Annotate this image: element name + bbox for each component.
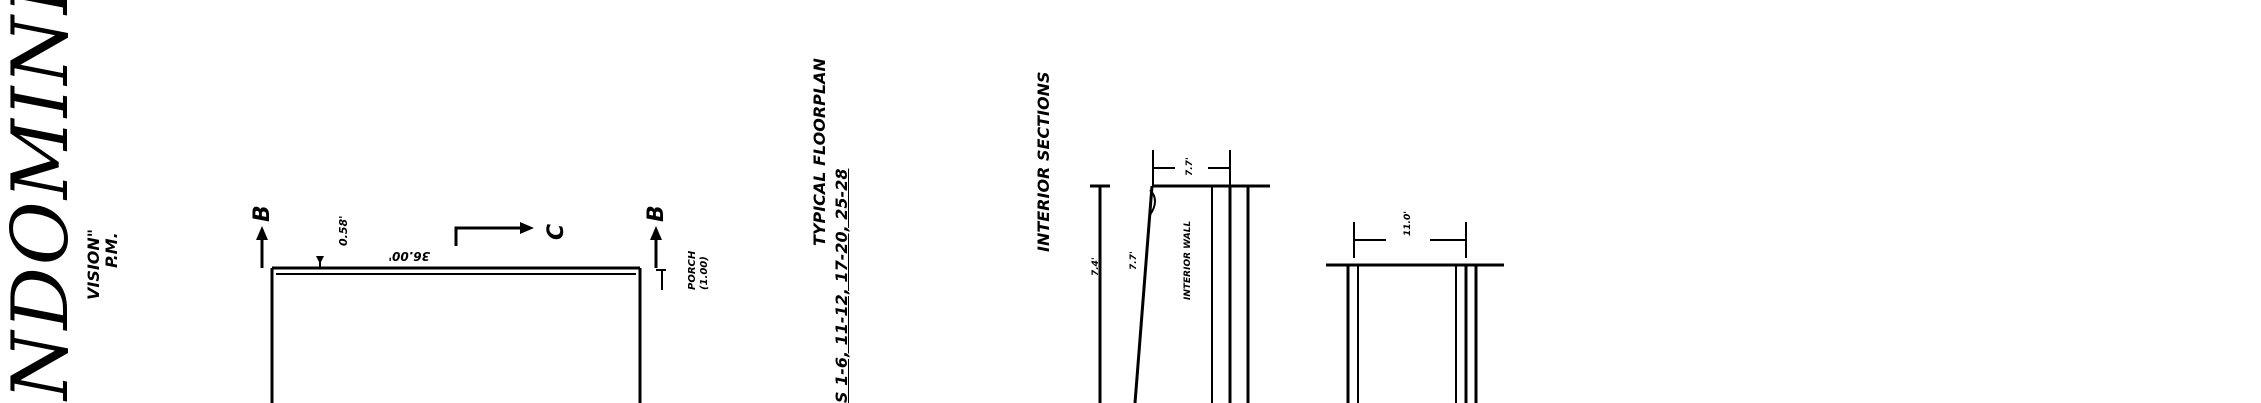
section-marker-b-left: B xyxy=(250,205,275,222)
dimension-3600: 36.00' xyxy=(388,249,430,263)
interior-wall-label: INTERIOR WALL xyxy=(1183,220,1193,300)
dimension-058: 0.58' xyxy=(337,215,350,246)
porch-sub-label: (1.00) xyxy=(699,256,710,290)
floorplan-title: TYPICAL FLOORPLAN xyxy=(810,58,829,246)
dimension-77b: 7.7' xyxy=(1185,157,1195,176)
section-marker-c: C xyxy=(544,223,569,240)
section-marker-b-right: B xyxy=(644,205,669,222)
floorplan-units: S 1-6, 11-12, 17-20, 25-28 xyxy=(832,168,851,403)
porch-label: PORCH xyxy=(687,250,698,290)
dimension-110: 11.0' xyxy=(1403,211,1413,236)
dimension-74: 7.4' xyxy=(1091,257,1101,276)
interior-sections-title: INTERIOR SECTIONS xyxy=(1034,71,1053,252)
dimension-77a: 7.7' xyxy=(1129,251,1139,270)
